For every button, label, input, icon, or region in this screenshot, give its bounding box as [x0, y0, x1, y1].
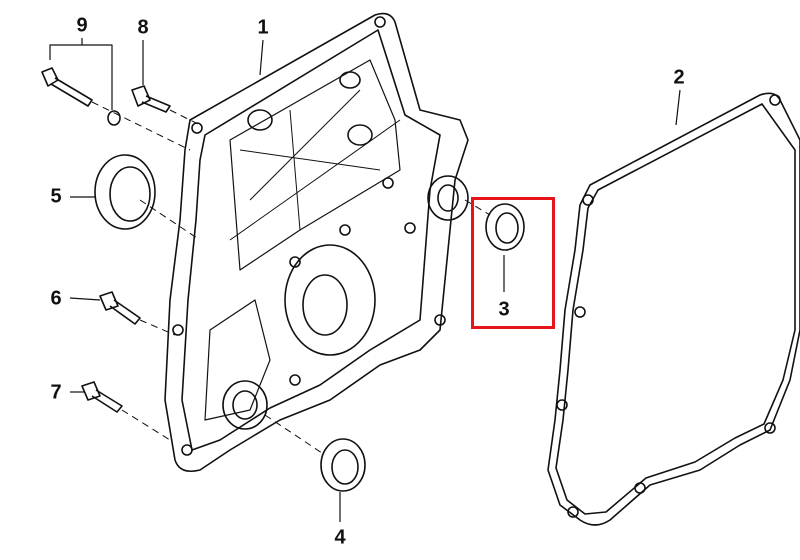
dashed-guides [91, 101, 491, 456]
part-label-9[interactable]: 9 [76, 14, 88, 37]
part-label-5[interactable]: 5 [50, 185, 62, 208]
seal-part-4[interactable] [320, 438, 366, 492]
part-label-4[interactable]: 4 [334, 526, 346, 549]
part-label-3[interactable]: 3 [498, 298, 510, 321]
seal-part-3[interactable] [485, 203, 525, 251]
seal-part-5[interactable] [94, 154, 156, 230]
part-label-7[interactable]: 7 [50, 381, 62, 404]
bolt-part-9[interactable] [41, 67, 121, 126]
part-label-6[interactable]: 6 [50, 287, 62, 310]
bolt-part-7[interactable] [81, 381, 123, 413]
cover-part-1[interactable] [164, 12, 469, 473]
part-label-2[interactable]: 2 [673, 66, 685, 89]
highlight-box-part-3 [471, 197, 555, 329]
part-label-8[interactable]: 8 [137, 16, 149, 39]
gasket-part-2[interactable] [547, 92, 800, 526]
leader-lines [49, 38, 681, 522]
bolt-part-8[interactable] [131, 85, 171, 113]
part-label-1[interactable]: 1 [257, 16, 269, 39]
bolt-part-6[interactable] [99, 291, 141, 325]
